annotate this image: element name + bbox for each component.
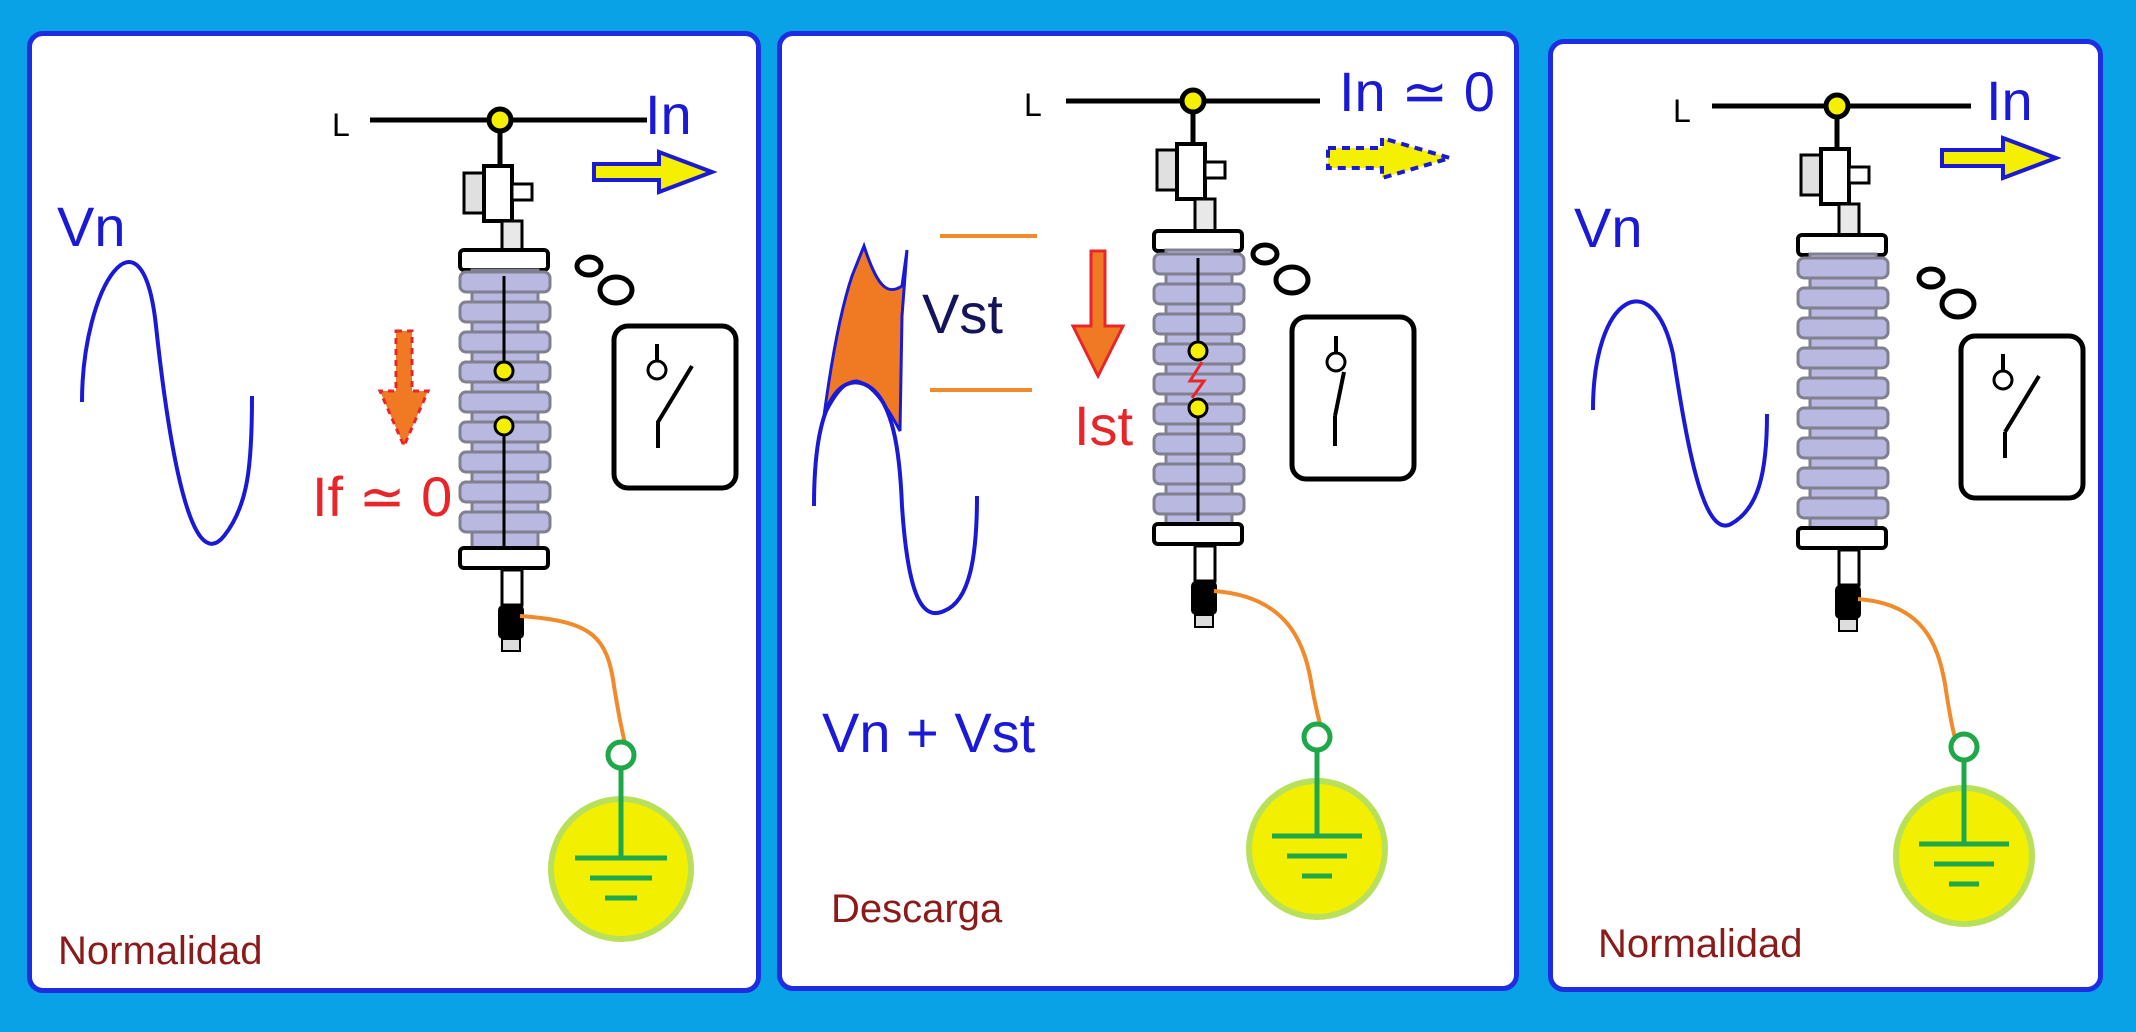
state-label: Descarga	[831, 887, 1003, 931]
switch-open-icon	[1958, 333, 2086, 501]
leak-current-arrow-icon	[377, 329, 431, 450]
power-line	[1066, 87, 1320, 115]
spark-icon	[1187, 361, 1207, 399]
leak-current-label: If ≃ 0	[312, 465, 452, 528]
surge-current-arrow-icon	[1070, 249, 1126, 380]
surge-arrester	[1152, 229, 1246, 628]
surge-voltage-label: Vst	[922, 282, 1003, 345]
surge-waveform	[812, 234, 1037, 615]
current-arrow-icon	[592, 149, 718, 195]
power-line	[370, 106, 647, 134]
current-label: In	[645, 83, 692, 146]
line-label: L	[1024, 87, 1042, 123]
thought-bubble-icon	[1250, 242, 1311, 296]
panel-discharge: L In ≃ 0 Vst Ist	[777, 31, 1519, 991]
switch-open-icon	[611, 323, 739, 491]
panel-normal-right: L In Vn	[1548, 39, 2103, 992]
ground-icon	[548, 739, 694, 942]
line-label: L	[1673, 93, 1691, 129]
sine-wave	[812, 380, 979, 615]
ground-icon	[1893, 731, 2035, 927]
current-label: In ≃ 0	[1339, 60, 1495, 123]
line-label: L	[332, 107, 350, 143]
arrester-clamp	[462, 131, 534, 253]
current-arrow-icon	[1326, 135, 1458, 181]
sum-voltage-label: Vn + Vst	[822, 701, 1036, 764]
voltage-label: Vn	[57, 195, 126, 258]
arrester-clamp	[1155, 112, 1227, 233]
sine-wave	[1591, 299, 1769, 528]
thought-bubble-icon	[574, 254, 635, 306]
ground-wire	[1213, 589, 1326, 737]
power-line	[1712, 92, 1971, 120]
surge-arrester	[1796, 233, 1890, 632]
panel-normal-left: L In Vn	[27, 31, 761, 993]
ground-wire	[519, 614, 630, 757]
arrester-clamp	[1799, 117, 1871, 238]
ground-wire	[1857, 597, 1959, 745]
voltage-label: Vn	[1574, 196, 1643, 259]
ground-icon	[1246, 721, 1388, 920]
current-label: In	[1986, 69, 2033, 132]
surge-arrester	[458, 248, 552, 652]
thought-bubble-icon	[1916, 266, 1977, 320]
switch-closed-icon	[1289, 314, 1417, 482]
state-label: Normalidad	[1598, 922, 1803, 966]
sine-wave	[80, 260, 254, 546]
state-label: Normalidad	[58, 929, 263, 973]
surge-current-label: Ist	[1074, 394, 1134, 457]
current-arrow-icon	[1940, 135, 2062, 181]
